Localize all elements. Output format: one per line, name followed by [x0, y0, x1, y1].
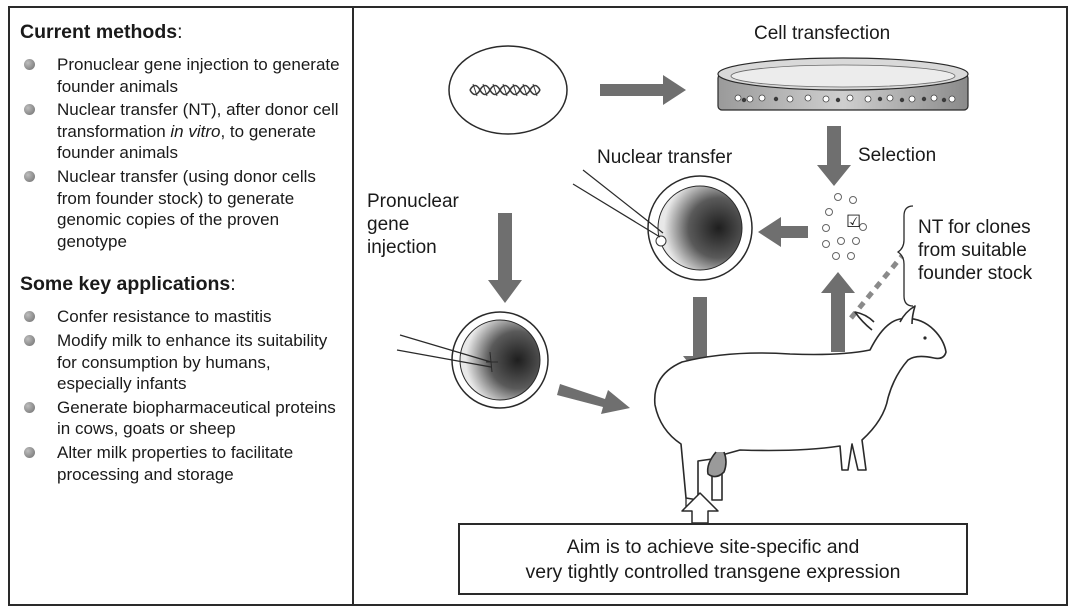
selection-label: Selection [858, 144, 936, 167]
pronuclear-egg [397, 312, 548, 408]
aim-statement-box: Aim is to achieve site-specific and very… [458, 523, 968, 595]
nt-clones-label: NT for clones from suitable founder stoc… [918, 216, 1032, 285]
selected-checkbox-icon: ☑ [846, 210, 861, 233]
dna-construct [449, 46, 567, 134]
label-line: founder stock [918, 262, 1032, 285]
arrow-selection [817, 126, 851, 186]
cell-transfection-label: Cell transfection [754, 22, 890, 45]
arrow-to-nuclear-transfer [758, 217, 808, 247]
dashed-link [851, 256, 902, 318]
label-line: gene [367, 213, 459, 236]
arrow-to-transfection [600, 75, 686, 105]
nuclear-transfer-egg [573, 170, 752, 280]
arrow-egg-to-sheep [557, 384, 630, 414]
aim-line: very tightly controlled transgene expres… [460, 560, 966, 585]
arrow-sheep-to-cells [821, 272, 855, 352]
arrow-pronuclear-down [488, 213, 522, 303]
aim-line: Aim is to achieve site-specific and [460, 535, 966, 560]
label-line: from suitable [918, 239, 1032, 262]
label-line: injection [367, 236, 459, 259]
petri-dish-icon [718, 58, 968, 110]
dna-oval [449, 46, 567, 134]
pronuclear-injection-label: Pronuclear gene injection [367, 190, 459, 259]
label-line: Pronuclear [367, 190, 459, 213]
nuclear-transfer-label: Nuclear transfer [597, 146, 732, 169]
label-line: NT for clones [918, 216, 1032, 239]
